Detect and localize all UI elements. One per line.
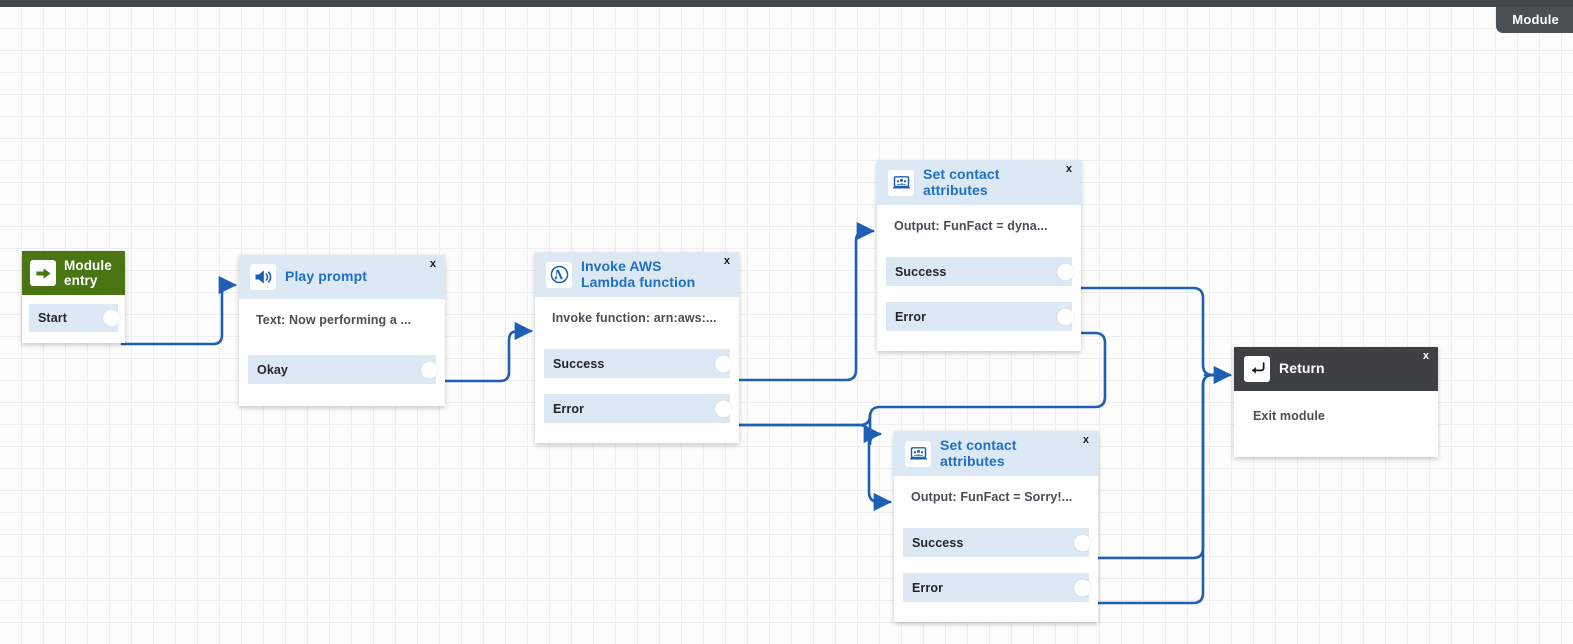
wire-play-prompt-to-lambda: [439, 321, 533, 383]
top-bar: [0, 0, 1573, 7]
port-label: Error: [912, 580, 944, 595]
wire-lambda-error-to-set-attrs-2: [733, 413, 882, 446]
port-connector-dot[interactable]: [421, 361, 438, 378]
node-ports: Success Error: [535, 331, 739, 444]
module-tab[interactable]: Module: [1496, 7, 1573, 33]
port-connector-dot[interactable]: [103, 309, 120, 327]
node-return[interactable]: Return x Exit module: [1234, 347, 1438, 457]
port-error[interactable]: Error: [544, 394, 732, 424]
port-label: Error: [553, 401, 585, 416]
close-icon[interactable]: x: [429, 258, 436, 270]
port-start[interactable]: Start: [29, 304, 120, 333]
contact-attributes-icon: [888, 169, 914, 196]
node-summary: Exit module: [1234, 391, 1438, 457]
node-ports: Success Error: [894, 510, 1098, 623]
port-connector-dot[interactable]: [715, 355, 732, 373]
port-label: Start: [38, 311, 67, 326]
port-connector-dot[interactable]: [1074, 579, 1091, 597]
port-label: Error: [895, 309, 927, 324]
port-label: Okay: [257, 362, 288, 377]
node-ports: Success Error: [877, 239, 1081, 352]
return-arrow-icon: [1244, 356, 1270, 382]
close-icon[interactable]: x: [723, 255, 730, 267]
port-label: Success: [895, 264, 947, 279]
node-header: Play prompt x: [239, 255, 445, 299]
port-error[interactable]: Error: [886, 302, 1074, 332]
port-connector-dot[interactable]: [1057, 263, 1074, 281]
lambda-icon: [546, 261, 572, 288]
port-success[interactable]: Success: [886, 257, 1074, 287]
speaker-icon: [250, 264, 276, 290]
port-label: Success: [553, 356, 605, 371]
contact-attributes-icon: [905, 440, 931, 467]
node-summary: Invoke function: arn:aws:...: [535, 297, 739, 332]
port-error[interactable]: Error: [903, 573, 1091, 603]
close-icon[interactable]: x: [1065, 163, 1072, 175]
node-title: Return: [1279, 360, 1325, 377]
port-connector-dot[interactable]: [1057, 308, 1074, 326]
wire-set-attrs-2-success-to-return: [1092, 373, 1224, 560]
close-icon[interactable]: x: [1082, 434, 1089, 446]
node-title: Play prompt: [285, 268, 368, 285]
node-summary: Output: FunFact = dyna...: [877, 205, 1081, 240]
port-connector-dot[interactable]: [715, 400, 732, 418]
node-summary: Output: FunFact = Sorry!...: [894, 476, 1098, 511]
port-label: Success: [912, 535, 964, 550]
arrow-right-icon: [30, 260, 56, 287]
close-icon[interactable]: x: [1422, 350, 1429, 362]
node-ports: Okay: [239, 333, 445, 406]
port-success[interactable]: Success: [544, 349, 732, 379]
wire-set-attrs-1-success-to-return: [1075, 286, 1224, 377]
port-success[interactable]: Success: [903, 528, 1091, 558]
port-connector-dot[interactable]: [1074, 534, 1091, 552]
port-okay[interactable]: Okay: [248, 355, 438, 384]
node-summary: Text: Now performing a ...: [239, 299, 445, 333]
wire-set-attrs-2-error-to-return: [1092, 373, 1224, 605]
node-header: Return x: [1234, 347, 1438, 391]
wire-lambda-success-to-set-attrs-1: [733, 221, 875, 382]
node-ports: Start: [22, 295, 125, 344]
wire-lambda-error-segment: [733, 423, 892, 512]
wire-entry-to-play-prompt: [120, 275, 237, 346]
node-play-prompt[interactable]: Play prompt x Text: Now performing a ...…: [239, 255, 445, 406]
